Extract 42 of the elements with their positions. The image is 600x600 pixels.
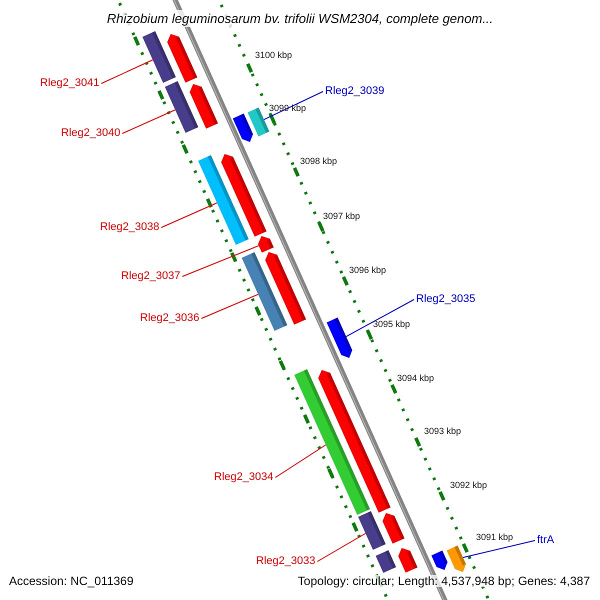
gene-feature xyxy=(242,252,288,331)
leader-line xyxy=(122,109,176,134)
scale-label: 3091 kbp xyxy=(476,533,514,542)
accession-text: Accession: NC_011369 xyxy=(9,575,134,587)
leader-line xyxy=(160,202,218,228)
leader-line xyxy=(200,294,259,319)
gene-feature xyxy=(358,511,386,550)
gene-label: Rleg2_3038 xyxy=(100,222,160,233)
scale-label: 3100 kbp xyxy=(255,51,292,60)
scale-label: 3092 kbp xyxy=(450,481,488,490)
leader-line xyxy=(274,444,326,478)
leader-line xyxy=(182,245,260,277)
gene-label: Rleg2_3033 xyxy=(256,556,316,567)
gene-feature xyxy=(258,236,274,253)
scale-label: 3093 kbp xyxy=(424,427,462,436)
gene-label: Rleg2_3036 xyxy=(140,313,200,324)
scale-label: 3099 kbp xyxy=(269,104,306,113)
gene-label: ftrA xyxy=(537,535,554,546)
gene-feature xyxy=(326,318,352,358)
leader-line xyxy=(462,540,536,558)
genome-info-text: Topology: circular; Length: 4,537,948 bp; Genes: 4,387 xyxy=(298,575,590,587)
gene-feature xyxy=(446,546,466,572)
gene-label: Rleg2_3034 xyxy=(214,472,274,483)
scale-label: 3096 kbp xyxy=(349,266,386,275)
leader-line xyxy=(263,91,324,120)
scale-label: 3095 kbp xyxy=(373,320,410,329)
scale-label: 3094 kbp xyxy=(397,374,434,383)
leader-line xyxy=(100,59,154,84)
gene-feature xyxy=(294,369,370,515)
gene-feature xyxy=(164,81,198,133)
gene-label: Rleg2_3040 xyxy=(61,128,120,139)
leader-line xyxy=(316,532,366,562)
gene-feature xyxy=(142,31,176,83)
gene-label: Rleg2_3041 xyxy=(40,78,100,89)
scale-label: 3097 kbp xyxy=(323,212,360,221)
gene-feature xyxy=(198,155,249,245)
gene-label: Rleg2_3039 xyxy=(325,86,384,97)
gene-feature xyxy=(248,108,270,136)
leader-line xyxy=(346,299,414,338)
gene-label: Rleg2_3035 xyxy=(416,294,476,305)
gene-label: Rleg2_3037 xyxy=(121,271,180,282)
scale-label: 3098 kbp xyxy=(300,157,338,166)
